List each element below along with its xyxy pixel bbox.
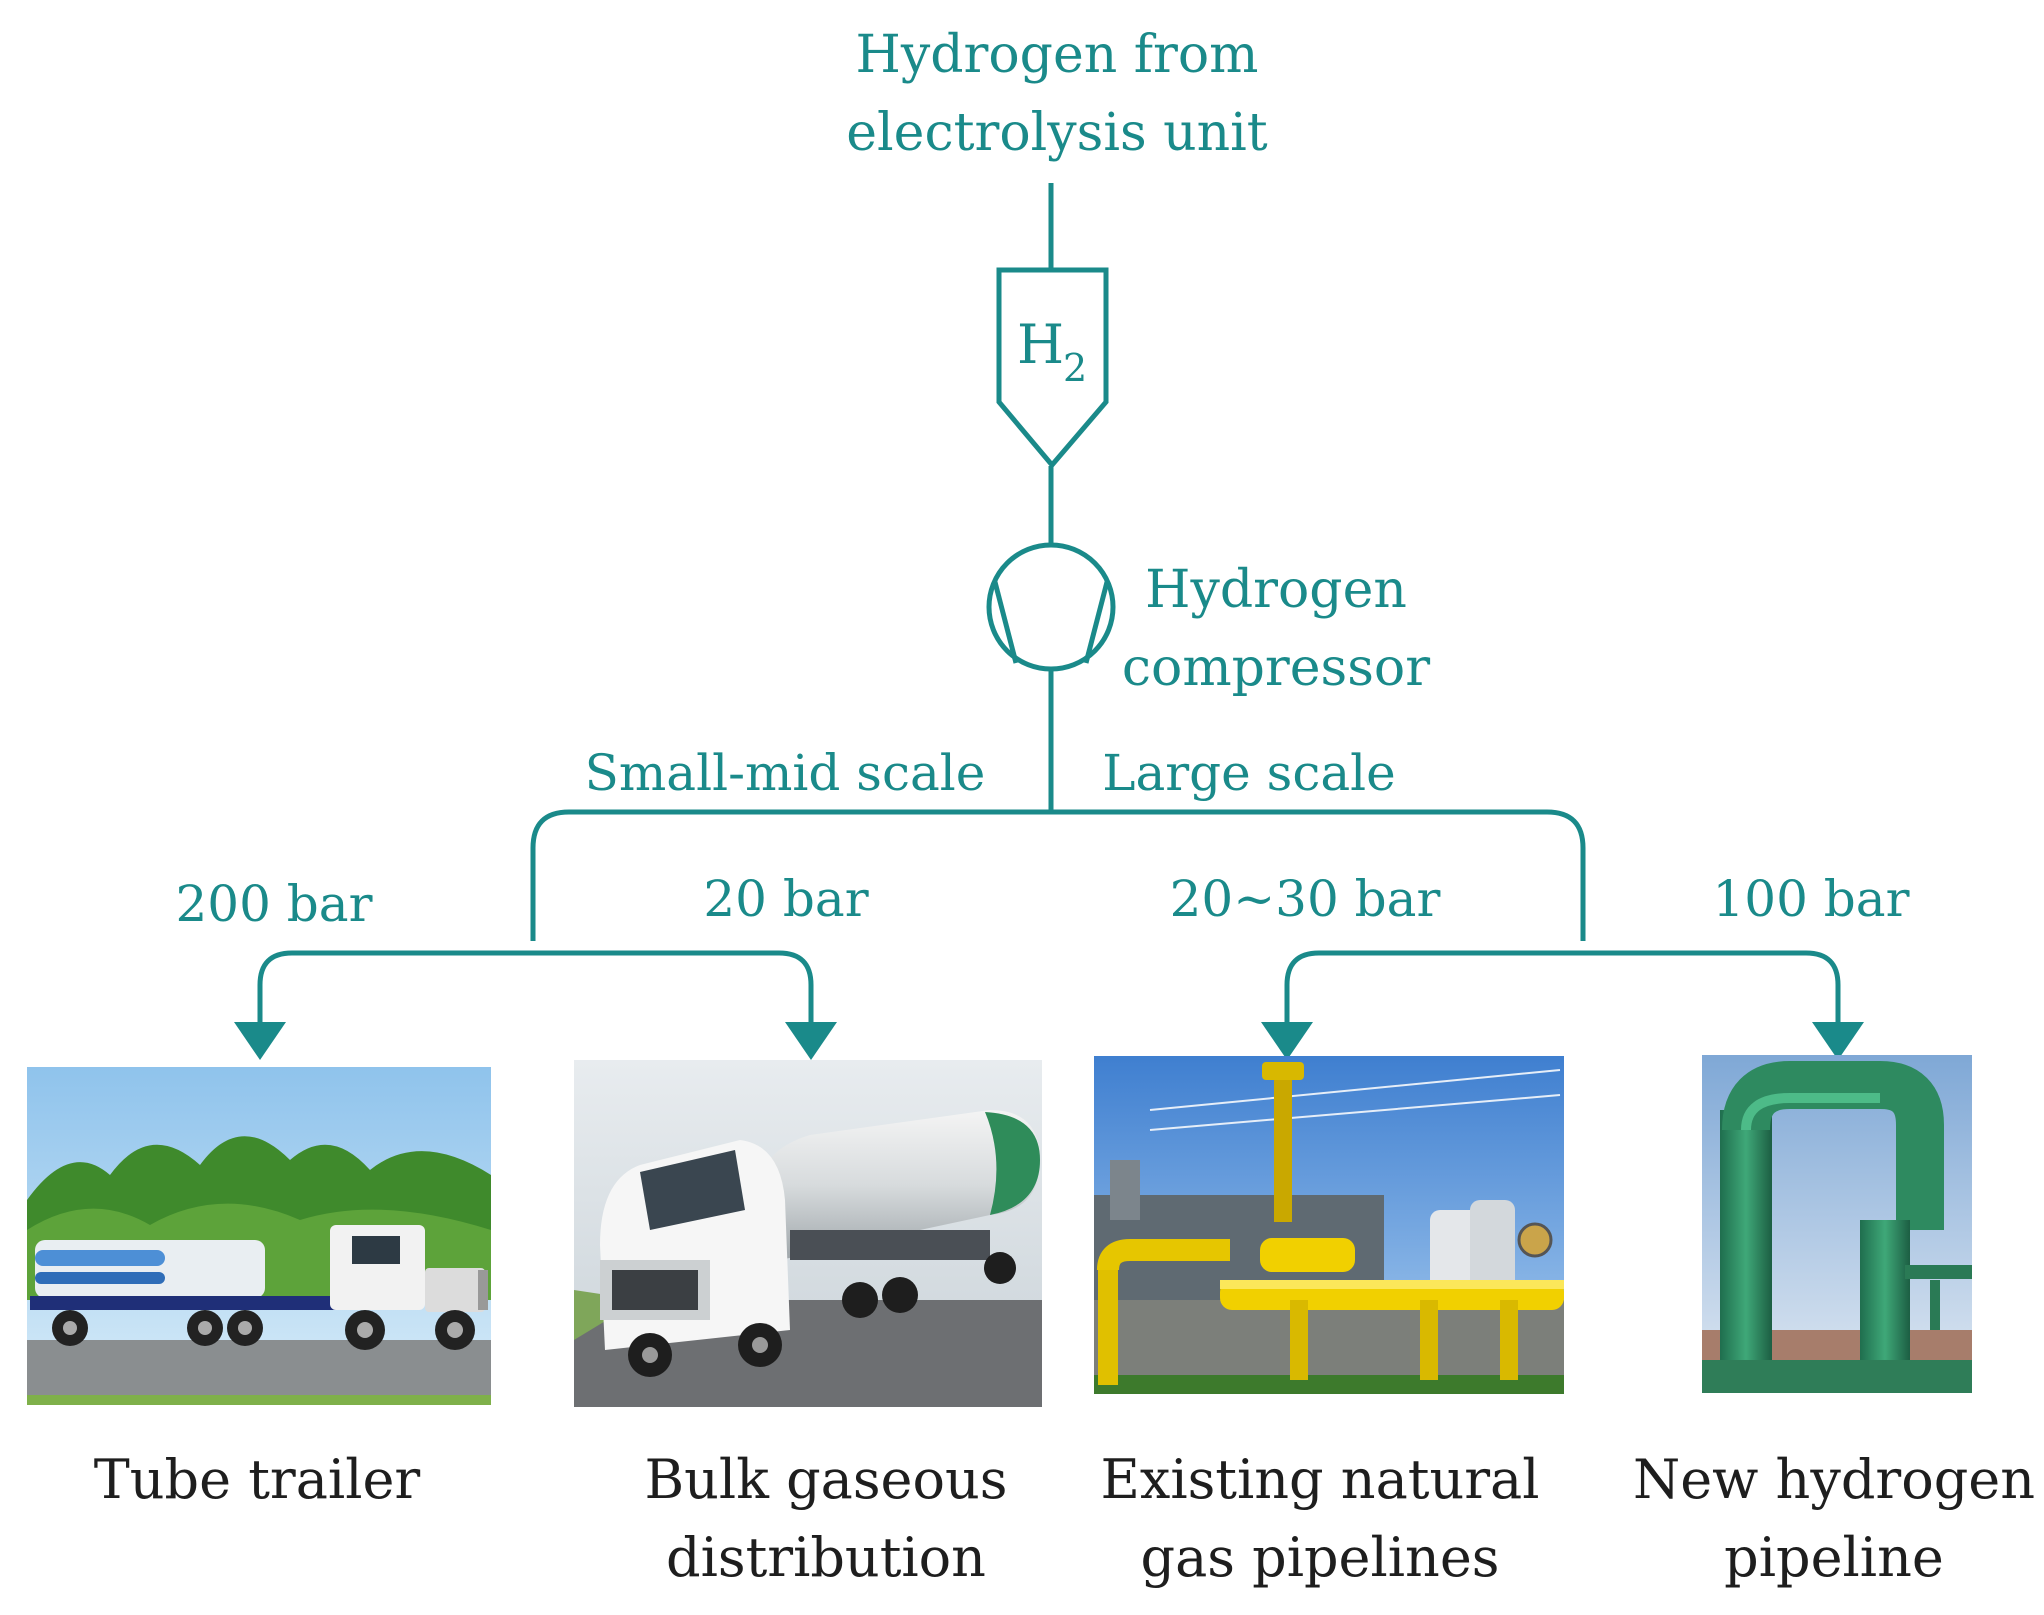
arrow-new-pipeline: [1812, 1022, 1864, 1060]
storage-symbol-subscript: 2: [1063, 346, 1087, 390]
main-split-line: [530, 809, 1586, 941]
gas-pipelines-photo: [1094, 1056, 1564, 1394]
pressure-tube-trailer: 200 bar: [175, 875, 372, 933]
small-mid-split-line: [257, 950, 814, 1034]
caption-bulk-gas-line1: Bulk gaseous: [644, 1448, 1007, 1511]
caption-new-pipeline-line2: pipeline: [1724, 1526, 1944, 1589]
arrow-bulk-gas: [785, 1022, 837, 1060]
arrowheads: [234, 1022, 1864, 1060]
tube-trailer-photo: [27, 1067, 491, 1405]
caption-bulk-gas-line2: distribution: [666, 1526, 986, 1589]
arrow-tube-trailer: [234, 1022, 286, 1060]
caption-existing-pipelines-line1: Existing natural: [1100, 1448, 1539, 1511]
compressor-blade-right: [1083, 581, 1110, 664]
caption-new-pipeline-line1: New hydrogen: [1633, 1448, 2035, 1511]
compressor-symbol: [986, 542, 1116, 672]
flow-lines: [257, 183, 1841, 1034]
source-label-line1: Hydrogen from: [856, 25, 1259, 85]
caption-tube-trailer-line1: Tube trailer: [94, 1448, 421, 1511]
large-split-line: [1284, 950, 1841, 1034]
pressure-bulk-gas: 20 bar: [703, 870, 868, 928]
pressure-existing-pipelines: 20~30 bar: [1170, 870, 1441, 928]
branch-label-large: Large scale: [1102, 744, 1395, 802]
source-label-line2: electrolysis unit: [846, 103, 1268, 163]
caption-existing-pipelines-line2: gas pipelines: [1141, 1526, 1500, 1589]
storage-tank-symbol: [996, 267, 1109, 469]
compressor-label-line1: Hydrogen: [1145, 560, 1407, 620]
compressor-label-line2: compressor: [1122, 638, 1430, 698]
pressure-new-pipeline: 100 bar: [1712, 870, 1909, 928]
storage-symbol-label: H: [1017, 313, 1064, 376]
arrow-existing-pipelines: [1261, 1022, 1313, 1060]
compressor-blade-left: [992, 581, 1019, 664]
tanker-truck-photo: [574, 1060, 1042, 1407]
branch-label-small-mid: Small-mid scale: [585, 744, 986, 802]
hydrogen-pipeline-photo: [1702, 1055, 1972, 1393]
